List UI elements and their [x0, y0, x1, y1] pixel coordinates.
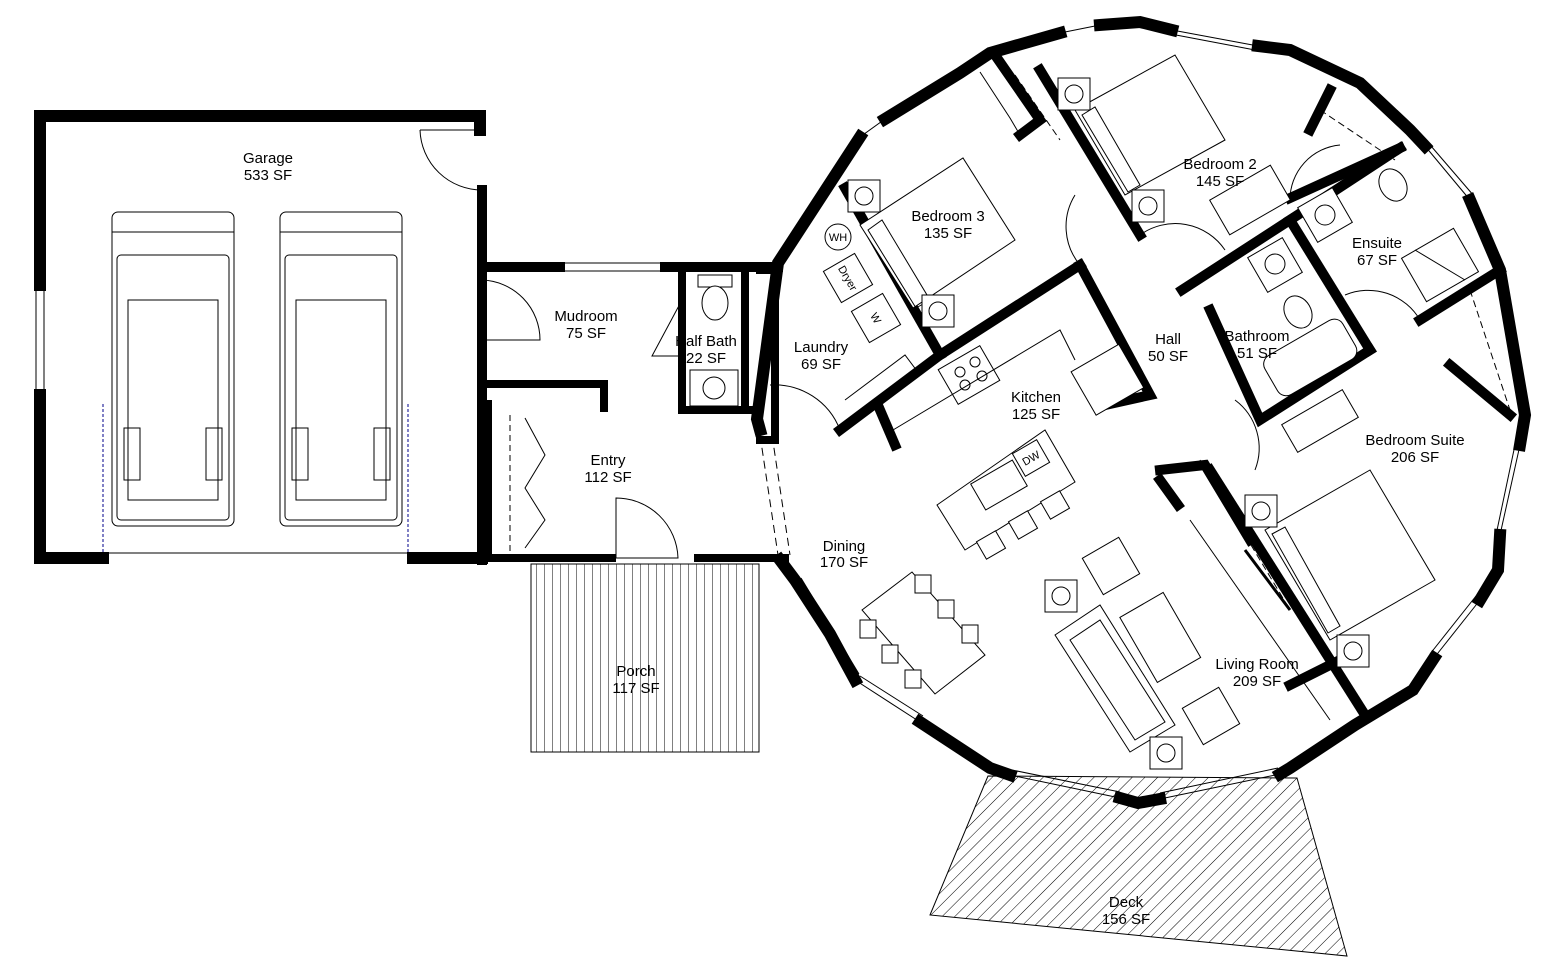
refrigerator: [1070, 343, 1145, 416]
bed-bedroom2: [1074, 54, 1226, 196]
label-bedroom2-area: 145 SF: [1196, 173, 1244, 190]
label-bedroom-suite-name: Bedroom Suite: [1365, 432, 1464, 449]
label-half-bath-area: 22 SF: [686, 350, 726, 367]
label-kitchen-name: Kitchen: [1011, 389, 1061, 406]
coffee-table: [1119, 591, 1202, 684]
label-bedroom3-name: Bedroom 3: [911, 208, 984, 225]
label-porch-area: 117 SF: [612, 680, 659, 697]
half-bath-sink: [689, 369, 739, 407]
tv: [1243, 549, 1292, 611]
label-living-room-area: 209 SF: [1233, 673, 1281, 690]
service-wing-walls: [477, 262, 789, 562]
nightstand-bedroom2-a: [1057, 77, 1091, 111]
label-hall-area: 50 SF: [1148, 348, 1188, 365]
kitchen-counter: [892, 329, 1076, 431]
nightstand-bedroom3-a: [847, 179, 881, 213]
label-half-bath-name: Half Bath: [675, 333, 737, 350]
label-living-room-name: Living Room: [1215, 656, 1298, 673]
label-dining-name: Dining: [823, 538, 866, 555]
ensuite-toilet: [1378, 168, 1408, 202]
nightstand-suite-b: [1336, 634, 1370, 668]
porch-area: [530, 563, 760, 753]
bathroom-tub: [1263, 318, 1358, 397]
room-labels: Garage 533 SF Mudroom 75 SF Half Bath 22…: [243, 150, 1465, 928]
nightstand-bedroom3-b: [921, 294, 955, 328]
label-bedroom3-area: 135 SF: [924, 225, 972, 242]
label-laundry-area: 69 SF: [801, 356, 841, 373]
label-porch-name: Porch: [616, 663, 655, 680]
label-deck-area: 156 SF: [1102, 911, 1150, 928]
label-dining-area: 170 SF: [820, 554, 868, 571]
label-kitchen-area: 125 SF: [1012, 406, 1060, 423]
label-mudroom-area: 75 SF: [566, 325, 606, 342]
label-bathroom-area: 51 SF: [1237, 345, 1277, 362]
bed-bedroom-suite: [1264, 469, 1436, 641]
side-table-b: [1149, 736, 1183, 770]
label-garage-area: 533 SF: [244, 167, 292, 184]
ensuite-shower: [1400, 227, 1480, 303]
dining-table: [859, 571, 986, 695]
water-heater: WH: [824, 223, 852, 251]
ensuite-sink: [1296, 186, 1354, 244]
label-entry-area: 112 SF: [584, 469, 631, 486]
armchair-a: [1081, 536, 1141, 596]
sofa: [1054, 604, 1176, 753]
bathroom-sink: [1246, 236, 1304, 294]
label-deck-name: Deck: [1109, 894, 1144, 911]
dome-interior-walls: [769, 48, 1518, 722]
dresser-suite: [1281, 388, 1359, 454]
range-stove: [937, 344, 1001, 406]
dresser-bedroom2: [1209, 164, 1291, 236]
nightstand-bedroom2-b: [1131, 189, 1165, 223]
label-bedroom-suite-area: 206 SF: [1391, 449, 1439, 466]
dome-outer-walls: [750, 15, 1532, 810]
label-laundry-name: Laundry: [794, 339, 849, 356]
dryer: Dryer: [822, 252, 874, 304]
armchair-b: [1181, 686, 1241, 746]
half-bath-toilet: [697, 274, 733, 321]
water-heater-label: WH: [829, 232, 847, 244]
car-right: [279, 211, 403, 527]
laundry-counter: [844, 354, 921, 416]
label-bedroom2-name: Bedroom 2: [1183, 156, 1256, 173]
garage-walls: [34, 110, 488, 565]
label-garage-name: Garage: [243, 150, 293, 167]
side-table-a: [1044, 579, 1078, 613]
label-mudroom-name: Mudroom: [554, 308, 617, 325]
washer: W: [850, 292, 902, 344]
kitchen-island: DW: [936, 429, 1076, 551]
label-ensuite-name: Ensuite: [1352, 235, 1402, 252]
bathroom-toilet: [1283, 295, 1313, 329]
nightstand-suite-a: [1244, 494, 1278, 528]
deck-area: [929, 775, 1348, 957]
island-stools: [975, 490, 1071, 560]
car-left: [111, 211, 235, 527]
label-hall-name: Hall: [1155, 331, 1181, 348]
label-ensuite-area: 67 SF: [1357, 252, 1397, 269]
label-bathroom-name: Bathroom: [1224, 328, 1289, 345]
label-entry-name: Entry: [590, 452, 626, 469]
